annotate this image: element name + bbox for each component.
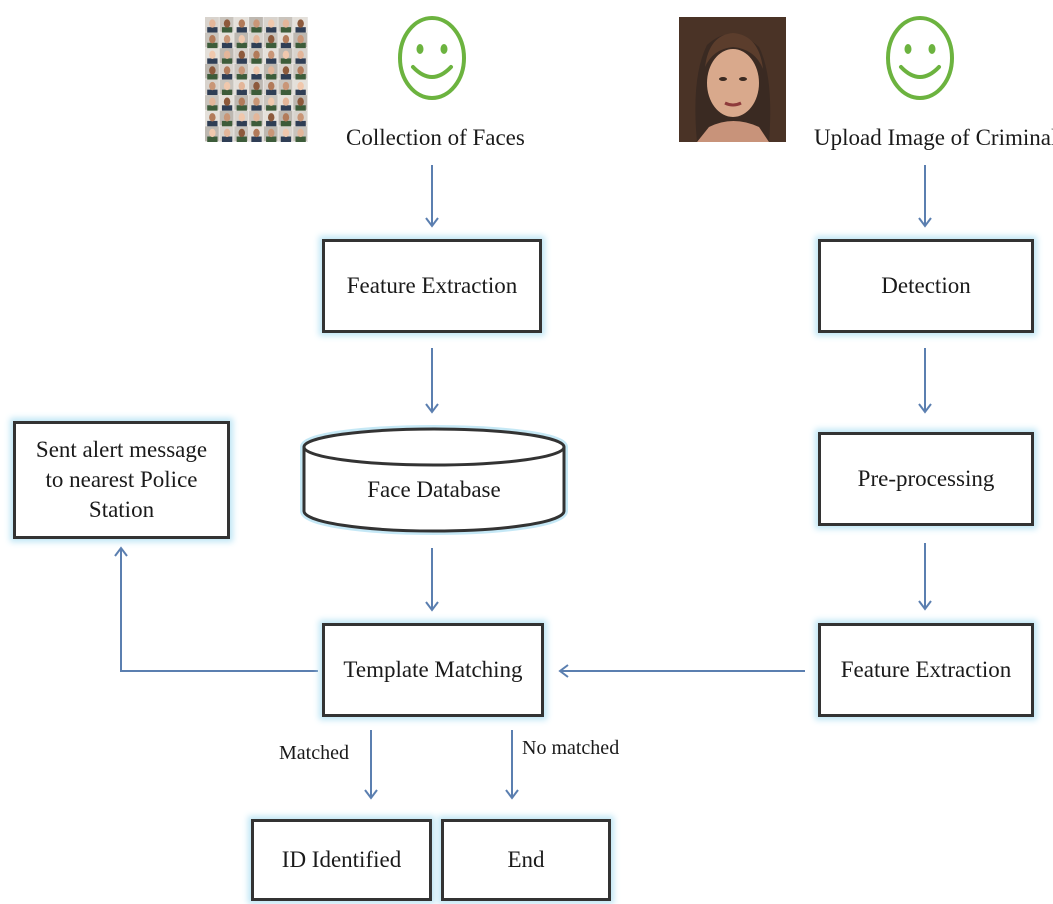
alert-line-2: to nearest Police [45,467,198,493]
feature-extraction-box-right: Feature Extraction [818,623,1034,717]
id-identified-box: ID Identified [251,819,432,901]
alert-message-box: Sent alert message to nearest Police Sta… [13,421,230,539]
collection-of-faces-label: Collection of Faces [346,125,525,150]
feature-extraction-box-left: Feature Extraction [322,239,542,333]
matched-label: Matched [279,742,349,764]
alert-line-1: Sent alert message [35,437,208,463]
arrow-template-matching-to-alert [114,546,318,672]
feature-extraction-right-label: Feature Extraction [840,657,1012,683]
detection-box: Detection [818,239,1034,333]
id-identified-label: ID Identified [281,847,402,873]
alert-line-3: Station [88,496,155,522]
preprocessing-label: Pre-processing [857,466,995,492]
preprocessing-box: Pre-processing [818,432,1034,526]
face-database-label: Face Database [367,477,501,502]
criminal-portrait-image [679,17,786,142]
face-collage-image [205,17,308,142]
face-database-cylinder [298,425,570,537]
template-matching-box: Template Matching [322,623,544,717]
end-label: End [507,847,545,873]
feature-extraction-label: Feature Extraction [346,273,518,299]
end-box: End [441,819,611,901]
detection-label: Detection [881,273,971,299]
upload-image-label: Upload Image of Criminal [814,125,1053,150]
smiley-face-icon [396,14,468,102]
template-matching-label: Template Matching [343,657,523,683]
no-matched-label: No matched [522,737,620,759]
smiley-face-icon [884,14,956,102]
